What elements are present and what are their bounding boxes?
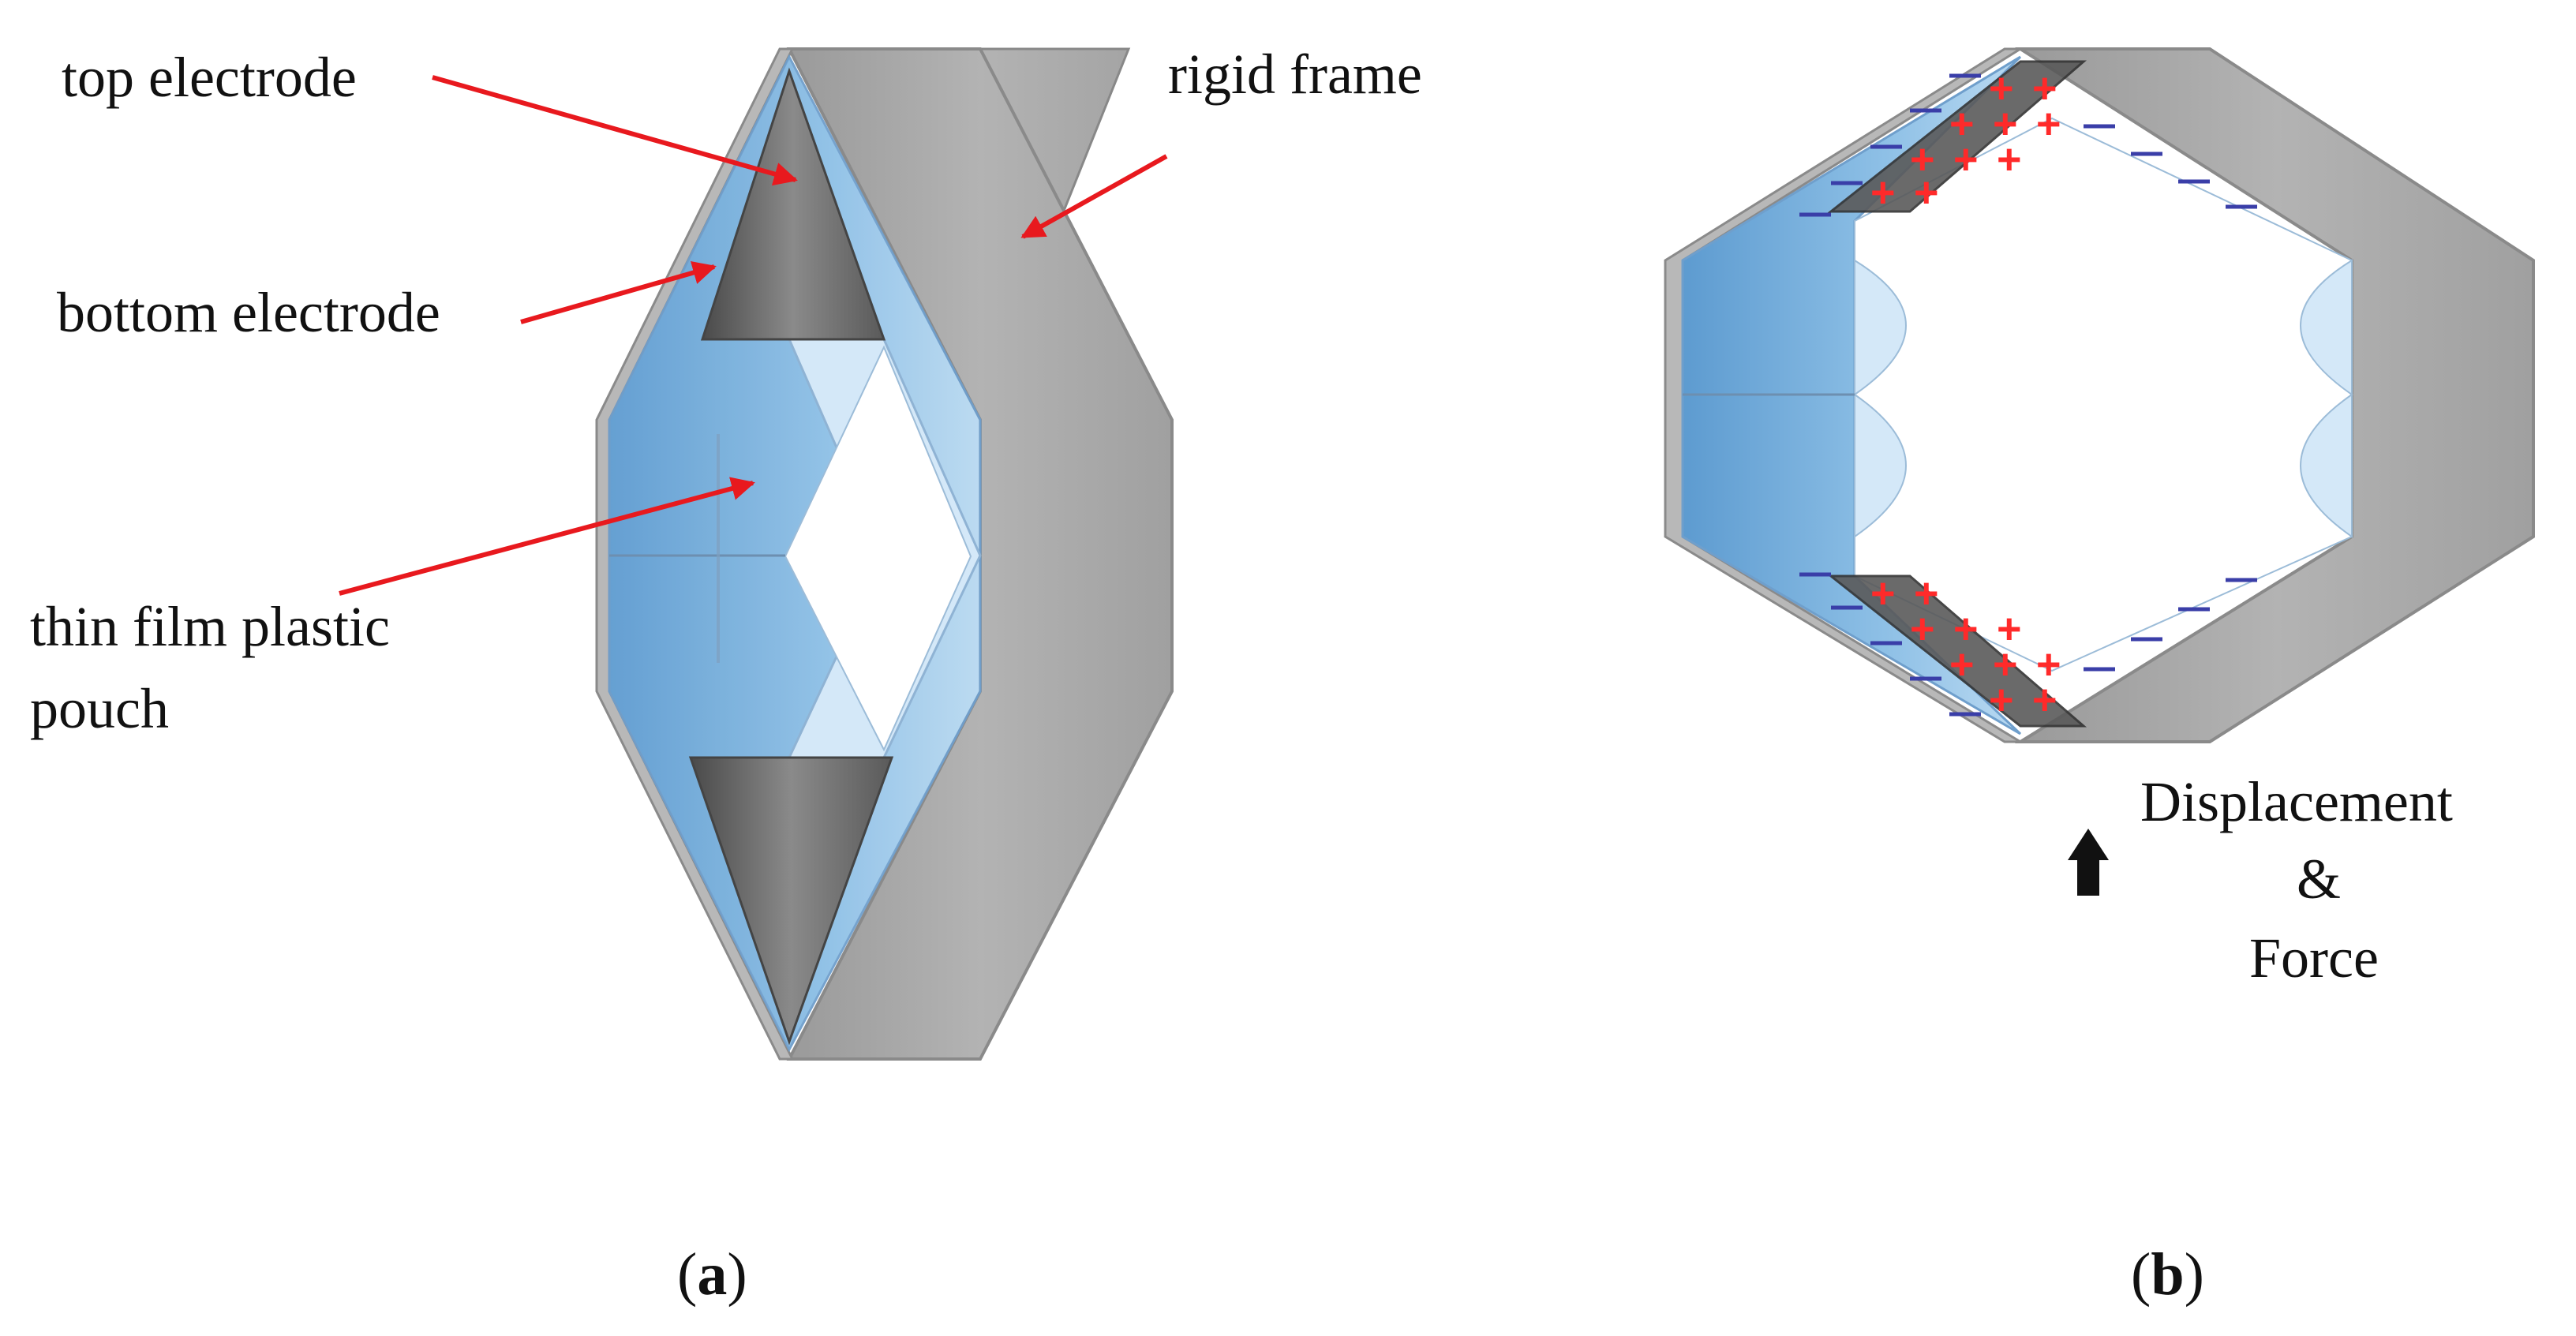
label-rigid-frame: rigid frame (1168, 43, 1422, 106)
label-force: Force (2249, 926, 2379, 990)
panel-a: top electrode rigid frame bottom electro… (30, 43, 1422, 1308)
negative-charges (1799, 73, 2257, 717)
svg-text:+: + (1953, 605, 1979, 653)
label-top-electrode: top electrode (62, 46, 357, 109)
displacement-arrow-icon (2068, 829, 2109, 896)
svg-text:+: + (1910, 605, 1935, 653)
svg-text:+: + (1870, 570, 1896, 617)
arrow-top-electrode (432, 75, 798, 186)
label-displacement: Displacement (2140, 770, 2453, 833)
svg-text:+: + (2036, 100, 2061, 148)
caption-a: (a) (677, 1241, 747, 1308)
svg-text:+: + (1953, 136, 1979, 183)
pouch-opening (784, 345, 972, 752)
panel-b: + + + + + + + + + + + + + + + + + + + + (1664, 47, 2535, 1308)
rigid-frame-b-edge (1664, 47, 2025, 743)
positive-charges-top: + + + + + + + + + + (1870, 65, 2061, 216)
svg-text:+: + (1997, 136, 2022, 183)
svg-text:+: + (1910, 136, 1935, 183)
svg-text:+: + (1870, 169, 1896, 216)
label-ampersand: & (2297, 848, 2341, 911)
caption-b: (b) (2131, 1241, 2204, 1308)
svg-text:+: + (1914, 169, 1939, 216)
top-electrode (700, 67, 886, 341)
svg-text:+: + (1989, 65, 2014, 112)
svg-text:+: + (1914, 570, 1939, 617)
svg-text:+: + (1949, 641, 1975, 688)
pouch-b-lens-right (2300, 259, 2353, 538)
zipped-electrode-top (1827, 60, 2087, 213)
label-bottom-electrode: bottom electrode (57, 281, 440, 344)
arrow-bottom-electrode (520, 260, 717, 324)
arrow-rigid-frame (1020, 154, 1168, 239)
svg-text:+: + (2036, 641, 2061, 688)
pouch-b-lens-left (1853, 259, 1907, 538)
svg-text:+: + (1993, 100, 2018, 148)
positive-charges-bottom: + + + + + + + + + + (1870, 570, 2061, 724)
label-thin-film-line1: thin film plastic (30, 595, 390, 658)
svg-text:+: + (1949, 100, 1975, 148)
svg-text:+: + (2032, 65, 2057, 112)
svg-text:+: + (1997, 605, 2022, 653)
svg-text:+: + (2032, 676, 2057, 724)
label-thin-film-line2: pouch (30, 677, 169, 740)
zipped-electrode-bottom (1827, 574, 2087, 728)
svg-text:+: + (1993, 641, 2018, 688)
arrow-thin-film (339, 477, 755, 596)
svg-text:+: + (1989, 676, 2014, 724)
bottom-electrode-cone (688, 756, 894, 1046)
